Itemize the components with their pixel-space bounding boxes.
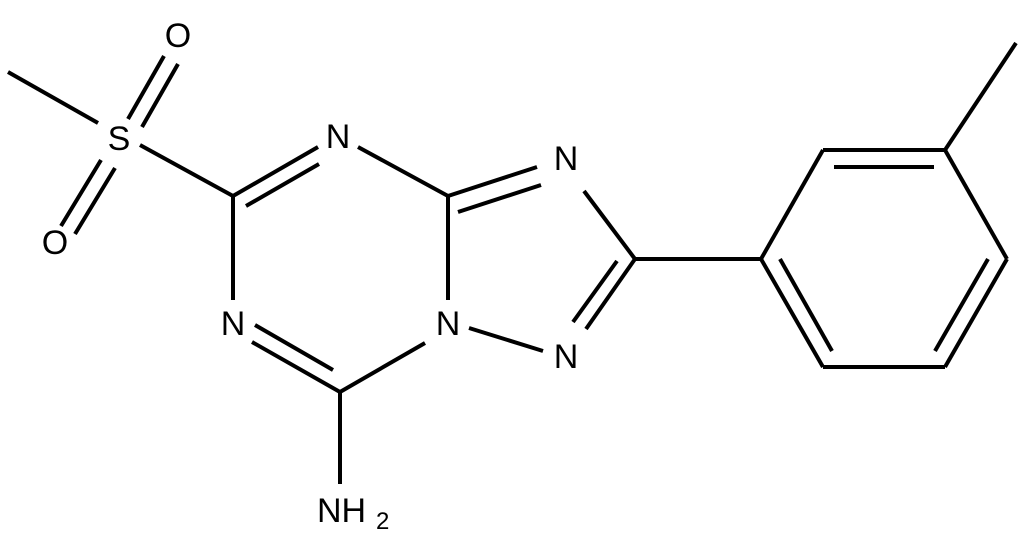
bond-s-c6 xyxy=(139,143,234,198)
bond-s-o2-b xyxy=(73,166,117,236)
triazole-nitrogen-bottom: N xyxy=(554,338,579,376)
bridge-nitrogen: N xyxy=(436,305,461,343)
bond-s-o1-a xyxy=(126,55,166,120)
bond-benzene-methyl xyxy=(943,41,1018,152)
bond-c6-n-top-a xyxy=(232,145,319,198)
bond-c4-n-bridge xyxy=(339,341,426,394)
sulfur-atom: S xyxy=(108,120,131,158)
bond-methyl-s xyxy=(7,70,99,125)
bond-n-left-c4-b xyxy=(254,323,334,372)
bond-s-o1-b xyxy=(140,63,180,128)
triazine-nitrogen-top: N xyxy=(326,118,351,156)
bond-c6-n-top-b xyxy=(245,162,320,208)
amine-subscript: 2 xyxy=(376,508,389,535)
bond-n-left-c4-a xyxy=(251,340,341,394)
bond-c2-n-triazole-bottom-a xyxy=(584,257,637,331)
bond-s-o2-a xyxy=(59,158,103,228)
bond-benzene-4-5 xyxy=(943,258,1009,368)
bond-c8a-n-triazole-top-b xyxy=(457,183,542,214)
bond-benzene-6-1 xyxy=(759,258,825,368)
bond-n-triazole-top-c2 xyxy=(582,189,637,261)
bond-benzene-4-5-inner xyxy=(933,258,990,352)
bond-n-top-c8a xyxy=(357,145,449,198)
bond-benzene-1-2 xyxy=(759,149,825,260)
oxygen-atom-bottom: O xyxy=(42,224,68,262)
bond-c2-n-triazole-bottom-b xyxy=(571,259,619,324)
bond-benzene-6-1-inner xyxy=(778,258,834,352)
bond-c8a-n-triazole-top-a xyxy=(447,165,538,198)
triazole-nitrogen-top: N xyxy=(554,140,579,178)
amine-group: NH xyxy=(317,492,366,530)
bond-n-bridge-n-triazole-bottom xyxy=(468,326,544,353)
bond-benzene-3-4 xyxy=(943,149,1009,260)
triazine-nitrogen-left: N xyxy=(221,305,246,343)
oxygen-atom-top: O xyxy=(165,17,191,55)
